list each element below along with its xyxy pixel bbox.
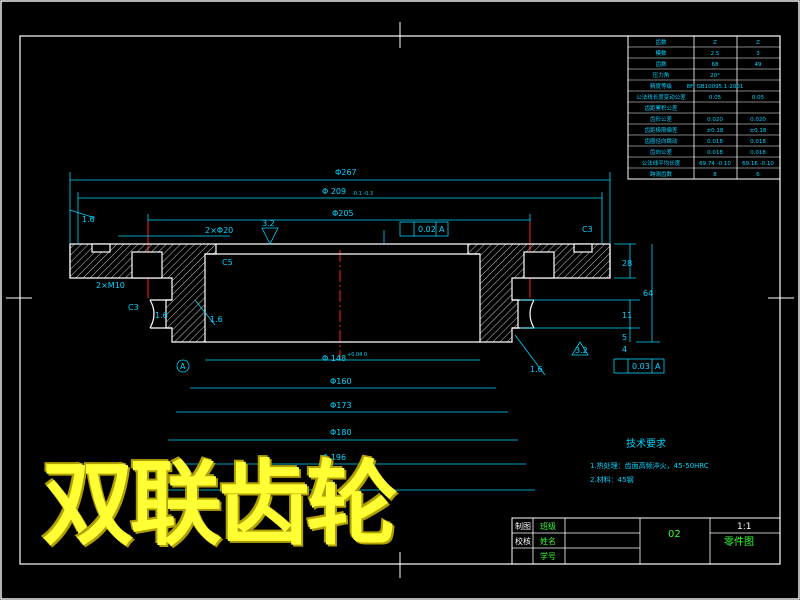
gear-table-cell: 模数 (655, 49, 667, 57)
gear-table-cell: Z (756, 40, 760, 46)
dim-173: Φ173 (330, 401, 352, 410)
gear-table-cell: ±0.18 (750, 128, 767, 134)
dim-thread-left: 2×M10 (96, 281, 125, 290)
drawing-scale: 1:1 (737, 522, 751, 532)
gear-table-cell: 0.05 (709, 95, 722, 101)
gear-table-cell: 49 (755, 62, 762, 68)
gear-table-cell: 69.74 -0.10 (699, 161, 731, 167)
datum-a-label: A (180, 362, 186, 371)
gear-table-cell: 0.018 (750, 150, 766, 156)
roughness-bottom-right: 3.2 (575, 346, 588, 355)
dim-height-28: 28 (622, 259, 632, 268)
dim-bore-tolerance: +0.04 0 (347, 352, 367, 358)
flatness-datum: A (439, 225, 445, 234)
gear-table-cell: 8FJ GB10095.1-2001 (687, 84, 744, 90)
dim-overall-diameter: Φ267 (335, 168, 357, 177)
dim-bolt-circle: Φ 209 (322, 187, 346, 196)
gear-table-cell: 3 (756, 51, 760, 57)
tech-line-2: 2.材料：45钢 (590, 475, 634, 484)
chamfer-c3-right: C3 (582, 225, 593, 234)
gear-table-cell: 0.05 (752, 95, 765, 101)
dim-bore-diameter: Φ 148 (322, 354, 346, 363)
dim-196: Φ 196 (322, 453, 346, 462)
gear-table-cell: 齿数 (655, 60, 667, 68)
gear-table-cell: 68 (712, 62, 719, 68)
title-block: 制图 班级 校核 姓名 学号 02 1:1 零件图 (511, 517, 781, 565)
gear-table-cell: 公法线平均长度 (642, 159, 681, 167)
dim-chamfer-top-left: 2×Φ20 (205, 226, 233, 235)
gear-table-cell: 公法线长度变动公差 (636, 93, 686, 101)
chamfer-c3-left: C3 (128, 303, 139, 312)
gear-table-cell: 跨测齿数 (650, 170, 673, 178)
gear-table-cell: 齿圈径向跳动 (644, 137, 678, 145)
gear-table-cell: ±0.18 (707, 128, 724, 134)
dim-height-4: 4 (622, 345, 627, 354)
title-cell-drafted: 制图 (515, 521, 531, 531)
dimension-text: Φ267 Φ 209 -0.1 -0.3 Φ205 2×Φ20 2×M10 3.… (82, 168, 661, 462)
dim-shoulder-diameter: Φ205 (332, 209, 354, 218)
dim-bolt-tolerance: -0.1 -0.3 (352, 191, 373, 197)
gear-table-cell: 0.020 (750, 117, 766, 123)
tech-heading: 技术要求 (626, 437, 666, 450)
gear-table-cell: 齿距累积公差 (644, 104, 678, 112)
gear-table-cell: 压力角 (653, 71, 670, 79)
gear-table-cell: 0.018 (707, 139, 723, 145)
dimension-lines (69, 172, 660, 491)
gear-table-cell: 齿向公差 (650, 148, 673, 156)
runout-value: 0.03 (632, 362, 650, 371)
gear-table-cell: 齿距极限偏差 (644, 126, 678, 134)
title-cell-student-id: 学号 (540, 551, 556, 561)
gear-table-cell: 0.018 (750, 139, 766, 145)
dim-left-small: 1.6 (82, 215, 95, 224)
gear-table-cell: 0.018 (707, 150, 723, 156)
gear-table-cell: 2.5 (711, 51, 720, 57)
gear-table-cell: 精度等级 (650, 82, 673, 90)
dim-180: Φ180 (330, 428, 352, 437)
overlay-title: 双联齿轮 (42, 451, 398, 558)
technical-requirements: 技术要求 1.热处理：齿面高频淬火，45-50HRC 2.材料：45钢 (590, 437, 709, 484)
roughness-top: 3.2 (262, 219, 275, 228)
flatness-value: 0.02 (418, 225, 436, 234)
runout-datum: A (655, 362, 661, 371)
dim-height-5: 5 (622, 333, 627, 342)
gear-table-cell: 20° (710, 73, 720, 79)
gear-table-cell: 齿数 (655, 38, 667, 46)
gear-table-cell: 齿形公差 (650, 115, 673, 123)
title-cell-checked: 校核 (515, 536, 531, 546)
roughness-left-2: 1.6 (155, 311, 168, 320)
roughness-right-1: 1.6 (530, 365, 543, 374)
chamfer-c5: C5 (222, 258, 233, 267)
dim-height-11: 11 (622, 311, 632, 320)
drawing-number: 02 (668, 529, 681, 540)
tech-line-1: 1.热处理：齿面高频淬火，45-50HRC (590, 461, 709, 470)
gear-table-cell: 6 (756, 172, 760, 178)
gear-table-cell: 0.020 (707, 117, 723, 123)
title-cell-class: 班级 (540, 521, 556, 531)
gear-table-cell: Z (713, 40, 717, 46)
dim-160: Φ160 (330, 377, 352, 386)
gear-table-cell: 69.16 -0.10 (742, 161, 774, 167)
title-cell-name: 姓名 (540, 536, 556, 546)
roughness-left-1: 1.6 (210, 315, 223, 324)
drawing-name: 零件图 (724, 536, 754, 548)
gdt-frames (176, 221, 665, 374)
dim-height-64: 64 (643, 289, 653, 298)
gear-table-cell: 8 (713, 172, 717, 178)
